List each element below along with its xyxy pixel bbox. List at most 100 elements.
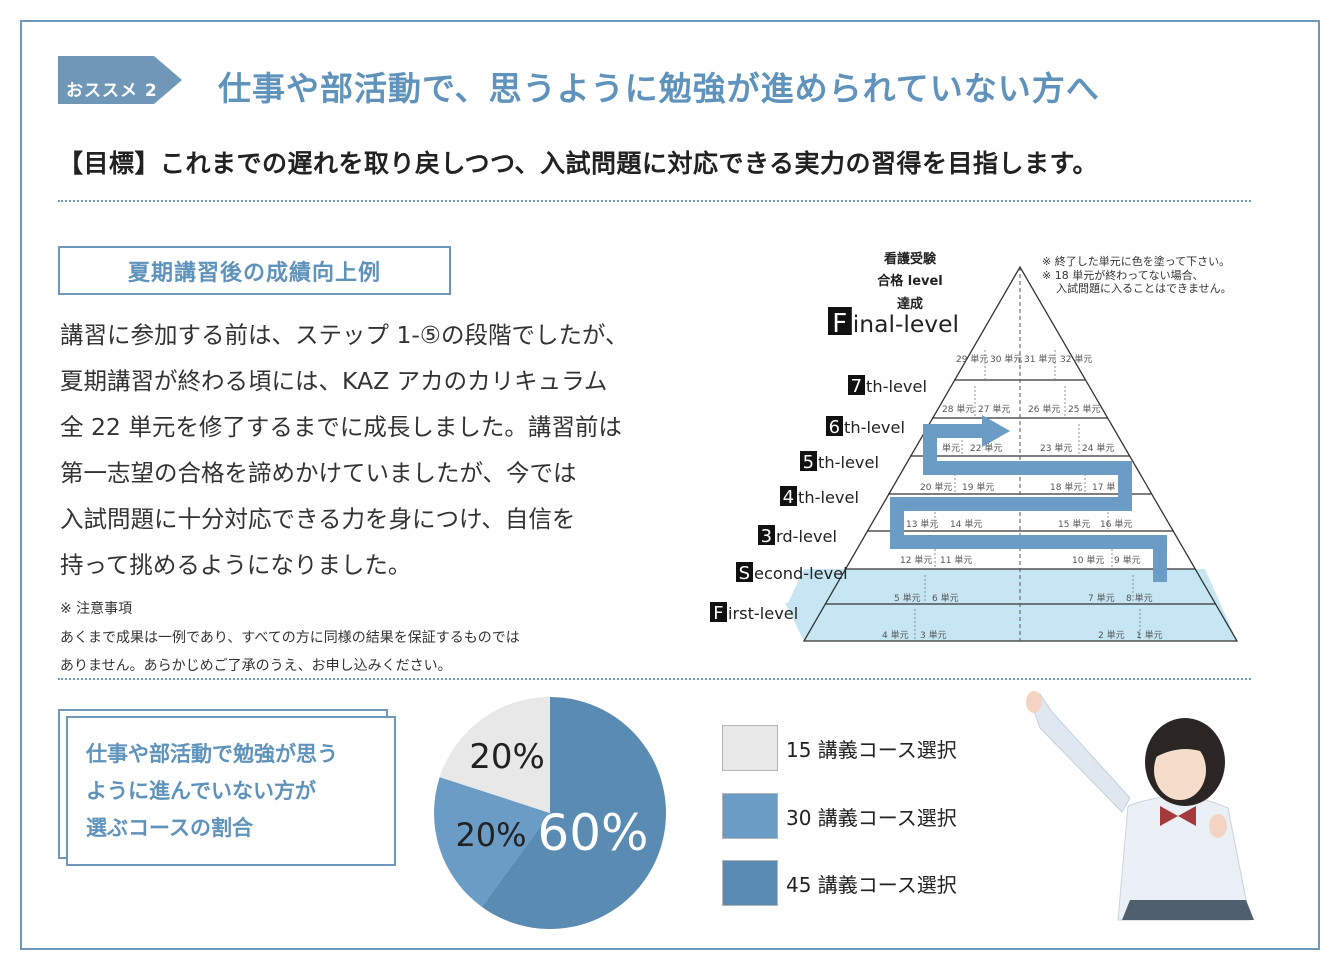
svg-text:※ 18 単元が終わってない場合、: ※ 18 単元が終わってない場合、 — [1042, 268, 1204, 282]
unit-label: 15 単元 — [1058, 518, 1090, 530]
note-line: ありません。あらかじめご了承のうえ、お申し込みください。 — [60, 658, 452, 674]
unit-label: 7 単元 — [1088, 592, 1115, 604]
legend-label: 30 講義コース選択 — [786, 805, 957, 830]
share-line: ように進んでいない方が — [86, 779, 316, 803]
divider — [58, 200, 1251, 202]
note-body: あくまで成果は一例であり、すべての方に同様の結果を保証するものでは ありません。… — [60, 624, 620, 680]
level-name: econd-level — [754, 564, 848, 583]
unit-label: 単元 — [942, 442, 960, 454]
legend-swatch — [722, 793, 778, 839]
body-text: 講習に参加する前は、ステップ 1-⑤の段階でしたが、 夏期講習が終わる頃には、K… — [60, 312, 720, 588]
unit-label: 6 単元 — [932, 592, 959, 604]
unit-label: 29 単元 — [956, 353, 988, 365]
progress-snake-arrow — [890, 424, 1167, 582]
unit-label: 16 単元 — [1100, 518, 1132, 530]
pyramid-fill-bottom — [785, 569, 1237, 641]
level-name: rd-level — [776, 527, 837, 546]
svg-text:達成: 達成 — [897, 296, 923, 312]
level-name: irst-level — [728, 604, 798, 623]
unit-label: 25 単元 — [1068, 403, 1100, 415]
unit-label: 18 単元 — [1050, 481, 1082, 493]
recommend-badge-label: おススメ 2 — [66, 81, 158, 101]
divider — [58, 678, 1251, 680]
pie-slice — [434, 777, 550, 907]
svg-text:合格 level: 合格 level — [877, 273, 943, 289]
legend-label: 45 講義コース選択 — [786, 872, 957, 897]
unit-label: 8 単元 — [1126, 592, 1153, 604]
level-initial: F — [832, 309, 847, 339]
svg-text:看護受験: 看護受験 — [884, 251, 937, 267]
svg-text:入試問題に入ることはできません。: 入試問題に入ることはできません。 — [1056, 281, 1232, 295]
share-card-text: 仕事や部活動で勉強が思う ように進んでいない方が 選ぶコースの割合 — [86, 736, 386, 847]
unit-label: 28 単元 — [942, 403, 974, 415]
legend-item-45: 45 講義コース選択 — [722, 859, 982, 907]
level-name: inal-level — [853, 310, 959, 338]
level-initial-box — [780, 486, 797, 506]
level-name: th-level — [866, 377, 927, 396]
unit-label: 22 単元 — [970, 442, 1002, 454]
unit-label: 20 単元 — [920, 481, 952, 493]
level-initial-box — [800, 451, 817, 471]
unit-label: 5 単元 — [894, 592, 921, 604]
course-share-pie-chart: 20% 20% 60% — [434, 697, 666, 929]
unit-label: 24 単元 — [1082, 442, 1114, 454]
level-initial: 4 — [783, 487, 794, 508]
level-initial-box — [710, 602, 727, 622]
unit-label: 2 単元 — [1098, 629, 1125, 641]
pie-slice — [439, 697, 550, 813]
legend-label: 15 講義コース選択 — [786, 737, 957, 762]
progress-arrow-head — [982, 415, 1010, 447]
body-line: 全 22 単元を修了するまでに成長しました。講習前は — [60, 413, 622, 441]
unit-label: 19 単元 — [962, 481, 994, 493]
level-initial-box — [826, 416, 843, 436]
section-title: 夏期講習後の成績向上例 — [58, 246, 451, 295]
level-initial-box — [848, 375, 865, 395]
unit-label: 27 単元 — [978, 403, 1010, 415]
level-initial-box — [828, 307, 852, 335]
body-line: 入試問題に十分対応できる力を身につけ、自信を — [60, 505, 576, 533]
pyramid-notes: ※ 終了した単元に色を塗って下さい。 ※ 18 単元が終わってない場合、 入試問… — [1042, 254, 1232, 295]
unit-label: 26 単元 — [1028, 403, 1060, 415]
body-line: 持って挑めるようになりました。 — [60, 551, 412, 579]
unit-label: 32 単元 — [1060, 353, 1092, 365]
pie-label: 60% — [537, 804, 648, 862]
note-heading: ※ 注意事項 — [60, 601, 133, 617]
headline: 仕事や部活動で、思うように勉強が進められていない方へ — [218, 69, 1100, 108]
level-initial: S — [739, 563, 750, 584]
unit-label: 12 単元 — [900, 554, 932, 566]
note-line: あくまで成果は一例であり、すべての方に同様の結果を保証するものでは — [60, 630, 520, 646]
svg-text:※ 終了した単元に色を塗って下さい。: ※ 終了した単元に色を塗って下さい。 — [1042, 254, 1230, 268]
level-initial: 3 — [761, 526, 772, 547]
unit-label: 23 単元 — [1040, 442, 1072, 454]
unit-label: 14 単元 — [950, 518, 982, 530]
level-initial: 7 — [851, 376, 862, 397]
level-name: th-level — [798, 488, 859, 507]
pie-label: 20% — [469, 737, 545, 777]
share-card — [66, 716, 396, 866]
level-initial: F — [713, 603, 723, 624]
share-line: 選ぶコースの割合 — [86, 816, 253, 840]
level-initial-box — [758, 525, 775, 545]
unit-label: 30 単元 — [990, 353, 1022, 365]
unit-label: 17 単 — [1092, 481, 1115, 493]
body-line: 講習に参加する前は、ステップ 1-⑤の段階でしたが、 — [60, 321, 629, 349]
body-line: 夏期講習が終わる頃には、KAZ アカのカリキュラム — [60, 367, 608, 395]
unit-label: 13 単元 — [906, 518, 938, 530]
unit-label: 11 単元 — [940, 554, 972, 566]
unit-label: 1 単元 — [1136, 629, 1163, 641]
goal-statement: 【目標】これまでの遅れを取り戻しつつ、入試問題に対応できる実力の習得を目指します… — [58, 149, 1099, 178]
pie-label: 20% — [455, 816, 526, 854]
unit-label: 10 単元 — [1072, 554, 1104, 566]
share-line: 仕事や部活動で勉強が思う — [86, 742, 338, 766]
level-name: th-level — [844, 418, 905, 437]
unit-label: 9 単元 — [1114, 554, 1141, 566]
curriculum-pyramid: 看護受験 合格 level 達成 ※ 終了した単元に色を塗って下さい。 ※ 18… — [710, 251, 1239, 642]
